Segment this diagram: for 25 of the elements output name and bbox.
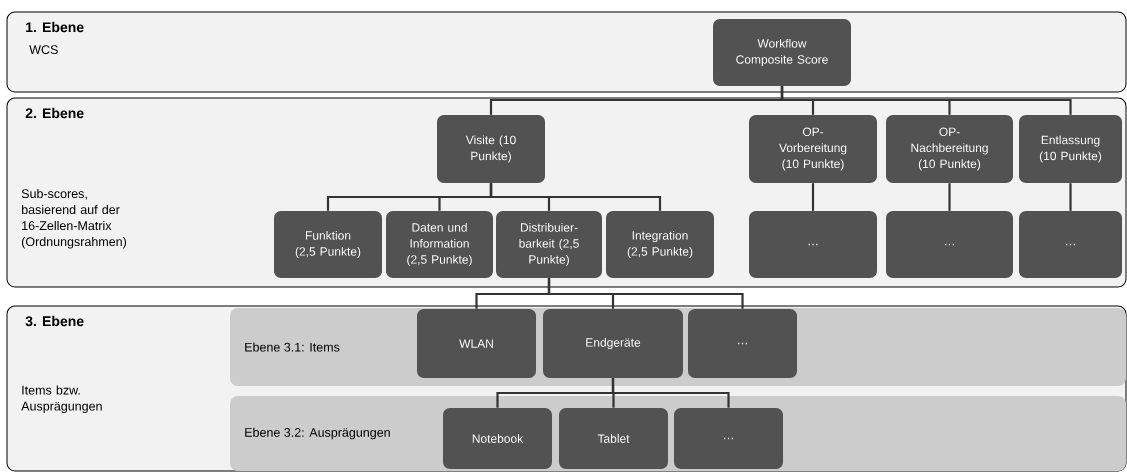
score-box: … (674, 408, 783, 469)
tree-connector (948, 183, 951, 211)
score-box: Tablet (559, 408, 668, 469)
score-box: WLAN (417, 309, 536, 378)
score-box: Funktion (2,5 Punkte) (274, 211, 382, 278)
score-box: OP-Nachbereitung (10 Punkte) (886, 115, 1013, 183)
tree-connector (811, 183, 815, 211)
score-box: … (886, 211, 1013, 278)
score-box: Integration (2,5 Punkte) (606, 211, 714, 278)
score-box: … (749, 211, 877, 278)
score-box: Visite (10 Punkte) (437, 115, 545, 183)
score-box: Entlassung (10 Punkte) (1019, 115, 1122, 183)
score-box: OP-Vorbereitung (10 Punkte) (749, 115, 877, 183)
tree-connector (780, 86, 1072, 115)
score-box: Endgeräte (543, 309, 683, 378)
score-box: Distribuier-barkeit (2,5 Punkte) (496, 211, 602, 278)
score-box: … (1019, 211, 1122, 278)
score-box: Notebook (443, 408, 552, 469)
tree-connector (489, 183, 662, 211)
tree-connector (611, 378, 730, 408)
score-box: Daten und Information (2,5 Punkte) (386, 211, 493, 278)
score-box: Workflow Composite Score (713, 19, 851, 86)
tree-connector (547, 278, 744, 309)
score-box: … (688, 309, 797, 378)
tree-connector (1069, 183, 1072, 211)
